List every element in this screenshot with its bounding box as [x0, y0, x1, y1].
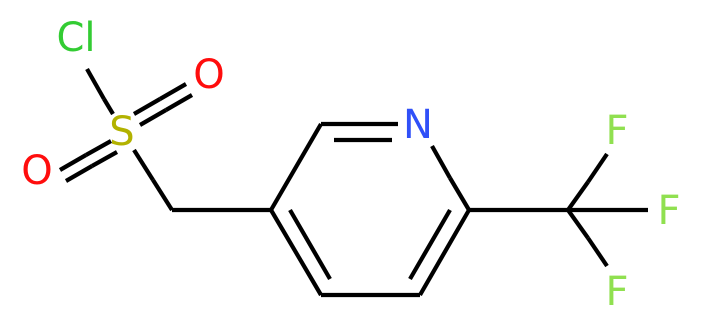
bond-c3-c2 — [269, 122, 323, 212]
bond-c-f-top-c-half — [566, 180, 590, 212]
bond-s-o-left-a-s-half — [84, 139, 113, 157]
bond-s-o-top-b-o-half — [164, 93, 194, 112]
atom-labels: Cl S O O N F F F — [21, 15, 680, 315]
atom-label-n: N — [403, 102, 433, 148]
bond-c6-c5 — [418, 208, 471, 297]
bond-s-ch2-c-half — [151, 178, 174, 212]
bond-s-o-left-b-s-half — [90, 150, 119, 168]
bond-c-f-bot-c-half — [566, 208, 590, 240]
atom-label-o-left: O — [21, 148, 52, 194]
bond-s-o-top-a-s-half — [132, 97, 162, 116]
bond-s-o-top-b-s-half — [138, 108, 168, 127]
atom-label-f-top: F — [605, 108, 628, 154]
atom-label-s: S — [109, 109, 134, 155]
bond-c-f-bot-f-half — [586, 236, 609, 268]
atom-label-f-mid: F — [657, 188, 680, 234]
bond-c6-c5-inner — [408, 208, 452, 281]
bond-s-o-left-a-o-half — [58, 153, 88, 172]
atom-label-cl: Cl — [56, 15, 95, 61]
bond-n-c6-n-half — [430, 144, 452, 180]
bond-cl-s-cl-half — [85, 67, 106, 101]
bond-s-o-top-a-o-half — [158, 82, 188, 101]
bond-s-o-left-b-o-half — [64, 164, 94, 183]
atom-label-f-bot: F — [605, 269, 628, 315]
bond-c-f-top-f-half — [586, 152, 609, 184]
bond-c4-c3 — [269, 208, 323, 297]
bond-cl-s-s-half — [102, 97, 115, 116]
bond-s-ch2-s-half — [132, 148, 155, 182]
atom-label-o-top: O — [193, 52, 224, 98]
bonds — [58, 67, 648, 298]
bond-c4-c3-inner — [288, 208, 332, 281]
bond-n-c6-c-half — [448, 176, 471, 212]
